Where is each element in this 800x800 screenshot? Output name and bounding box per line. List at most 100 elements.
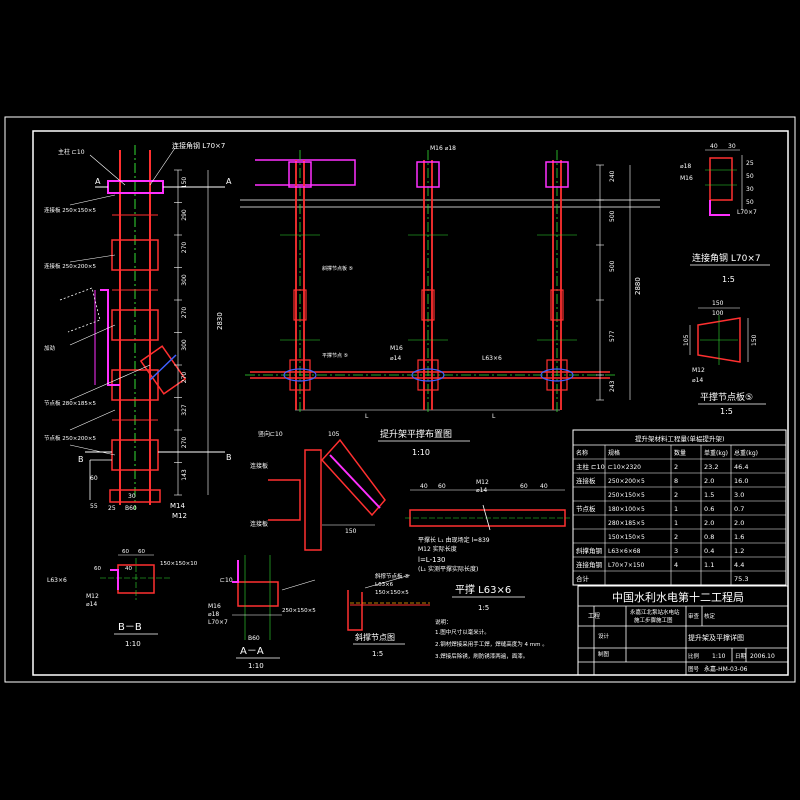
column-dim-8: 270 [181, 437, 188, 449]
angle-bolt-label: M16 [680, 175, 693, 182]
bj-label-2: 连接板 [250, 462, 268, 470]
table-cell: 0.8 [704, 533, 714, 541]
l63-title: 平撑 L63×6 [455, 583, 511, 596]
angle-dim-r4: 50 [746, 199, 754, 206]
angle-detail-drawing [705, 149, 743, 216]
aa-channel-label: ⊏10 [220, 577, 233, 584]
column-bolt: M14 [170, 502, 185, 510]
node-bolt: M12 [692, 367, 705, 374]
aa-hole-label: ⌀18 [208, 611, 219, 618]
node-plate-drawing [689, 307, 749, 365]
table-cell: 1.1 [704, 561, 714, 569]
tb-role-1: 审查 [688, 612, 700, 620]
brace-callout-hole: ⌀14 [390, 355, 401, 362]
bb-dim-4: 60 [94, 566, 101, 572]
column-label-node-2: 节点板 250×200×5 [44, 434, 96, 442]
column-dim-5: 300 [181, 339, 188, 351]
table-cell: 0.7 [734, 505, 744, 513]
table-row: 合计 75.3 [576, 574, 748, 583]
l63-dim-2: 60 [438, 483, 446, 490]
table-cell: L70×7×150 [608, 562, 644, 569]
table-cell: 23.2 [704, 463, 718, 471]
bj-label-3: 连接板 [250, 520, 268, 528]
brace-column-1 [408, 150, 448, 415]
table-cell: 250×150×5 [608, 492, 645, 499]
bj-dim-1: 105 [328, 431, 340, 438]
table-cell: L63×6×68 [608, 548, 641, 555]
table-cell: 1.2 [734, 547, 744, 555]
tb-date-label: 日期 [735, 653, 747, 660]
table-cell: 3 [674, 547, 678, 555]
brace-l63-drawing [405, 489, 570, 531]
table-cell: 0.4 [704, 547, 714, 555]
tb-scale: 1:10 [712, 653, 726, 660]
bb-dim-1: 60 [122, 549, 129, 555]
table-cell: 250×200×5 [608, 478, 645, 485]
table-cell: 连接角钢 [576, 560, 603, 569]
table-cell: 75.3 [734, 575, 748, 583]
title-block [577, 585, 789, 676]
l63-formula-2: M12 实际长度 [418, 545, 457, 553]
l63-dim-4: 40 [540, 483, 548, 490]
table-cell: 0.6 [704, 505, 714, 513]
brace-callout-angle: L63×6 [482, 355, 502, 362]
notes-title: 说明： [435, 618, 452, 626]
column-bottom-dim-4: M12 [172, 512, 187, 520]
column-label-node-1: 节点板 280×185×5 [44, 399, 96, 407]
table-header-3: 单重(kg) [704, 449, 728, 457]
inner-frame [32, 130, 789, 676]
l63-dim-1: 40 [420, 483, 428, 490]
column-dim-4: 270 [181, 307, 188, 319]
brace-callout-m16: M16 ⌀18 [430, 145, 456, 152]
column-dim-3: 300 [181, 274, 188, 286]
notes-line-2: 2.钢材焊接采用手工焊，焊缝高度为 4 mm 。 [435, 640, 548, 648]
section-aa-drawing [232, 555, 316, 640]
marker-a-right: A [226, 177, 232, 186]
table-cell: 合计 [576, 574, 590, 583]
angle-dim-top-1: 40 [710, 143, 718, 150]
table-cell: 2.0 [704, 519, 714, 527]
table-cell: 8 [674, 477, 678, 485]
column-label-plate-1: 连接板 250×150×5 [44, 206, 96, 214]
node-detail-scale: 1:5 [720, 407, 733, 416]
column-label-stiffener: 加劲 [44, 344, 56, 352]
tb-role-4: 制图 [598, 650, 610, 658]
l63-dim-3: 60 [520, 483, 528, 490]
l63-formula-1: 平撑长 L₁ 由现场定 l=839 [418, 536, 490, 544]
bb-plate-label: 150×150×10 [160, 561, 198, 567]
material-table: 提升架材料工程量(单榀提升架)名称规格数量单重(kg)总重(kg)主柱 ⊏10⊏… [572, 429, 787, 586]
l63-hole: ⌀14 [476, 487, 487, 494]
node-dim-top: 150 [712, 300, 724, 307]
l63-formula-3: l=L-130 [418, 556, 445, 564]
tb-number-label: 图号 [688, 665, 700, 673]
bb-hole-label: ⌀14 [86, 601, 97, 608]
table-cell: 2 [674, 491, 678, 499]
table-cell: 2.0 [704, 477, 714, 485]
marker-b-left: B [78, 455, 84, 464]
bb-scale: 1:10 [125, 640, 141, 648]
brace-dim-4: 577 [609, 330, 616, 342]
tb-number: 永嘉-HM-03-06 [704, 665, 748, 673]
table-cell: 节点板 [576, 504, 596, 513]
table-header-0: 名称 [576, 449, 588, 457]
brace-layout-scale: 1:10 [412, 448, 430, 457]
tb-org: 中国水利水电第十二工程局 [612, 590, 744, 604]
table-cell: 1 [674, 519, 678, 527]
column-label-angle: 连接角钢 L70×7 [172, 141, 225, 150]
table-cell: 4 [674, 561, 678, 569]
dn-label-3: 150×150×5 [375, 590, 409, 596]
brace-callout-bolt: M16 [390, 345, 403, 352]
column-label-channel: 主柱 ⊏10 [58, 148, 85, 156]
column-bottom-dim-5: 25 [108, 505, 116, 512]
angle-detail-scale: 1:5 [722, 275, 735, 284]
table-cell: 4.4 [734, 561, 744, 569]
angle-dim-r2: 50 [746, 173, 754, 180]
